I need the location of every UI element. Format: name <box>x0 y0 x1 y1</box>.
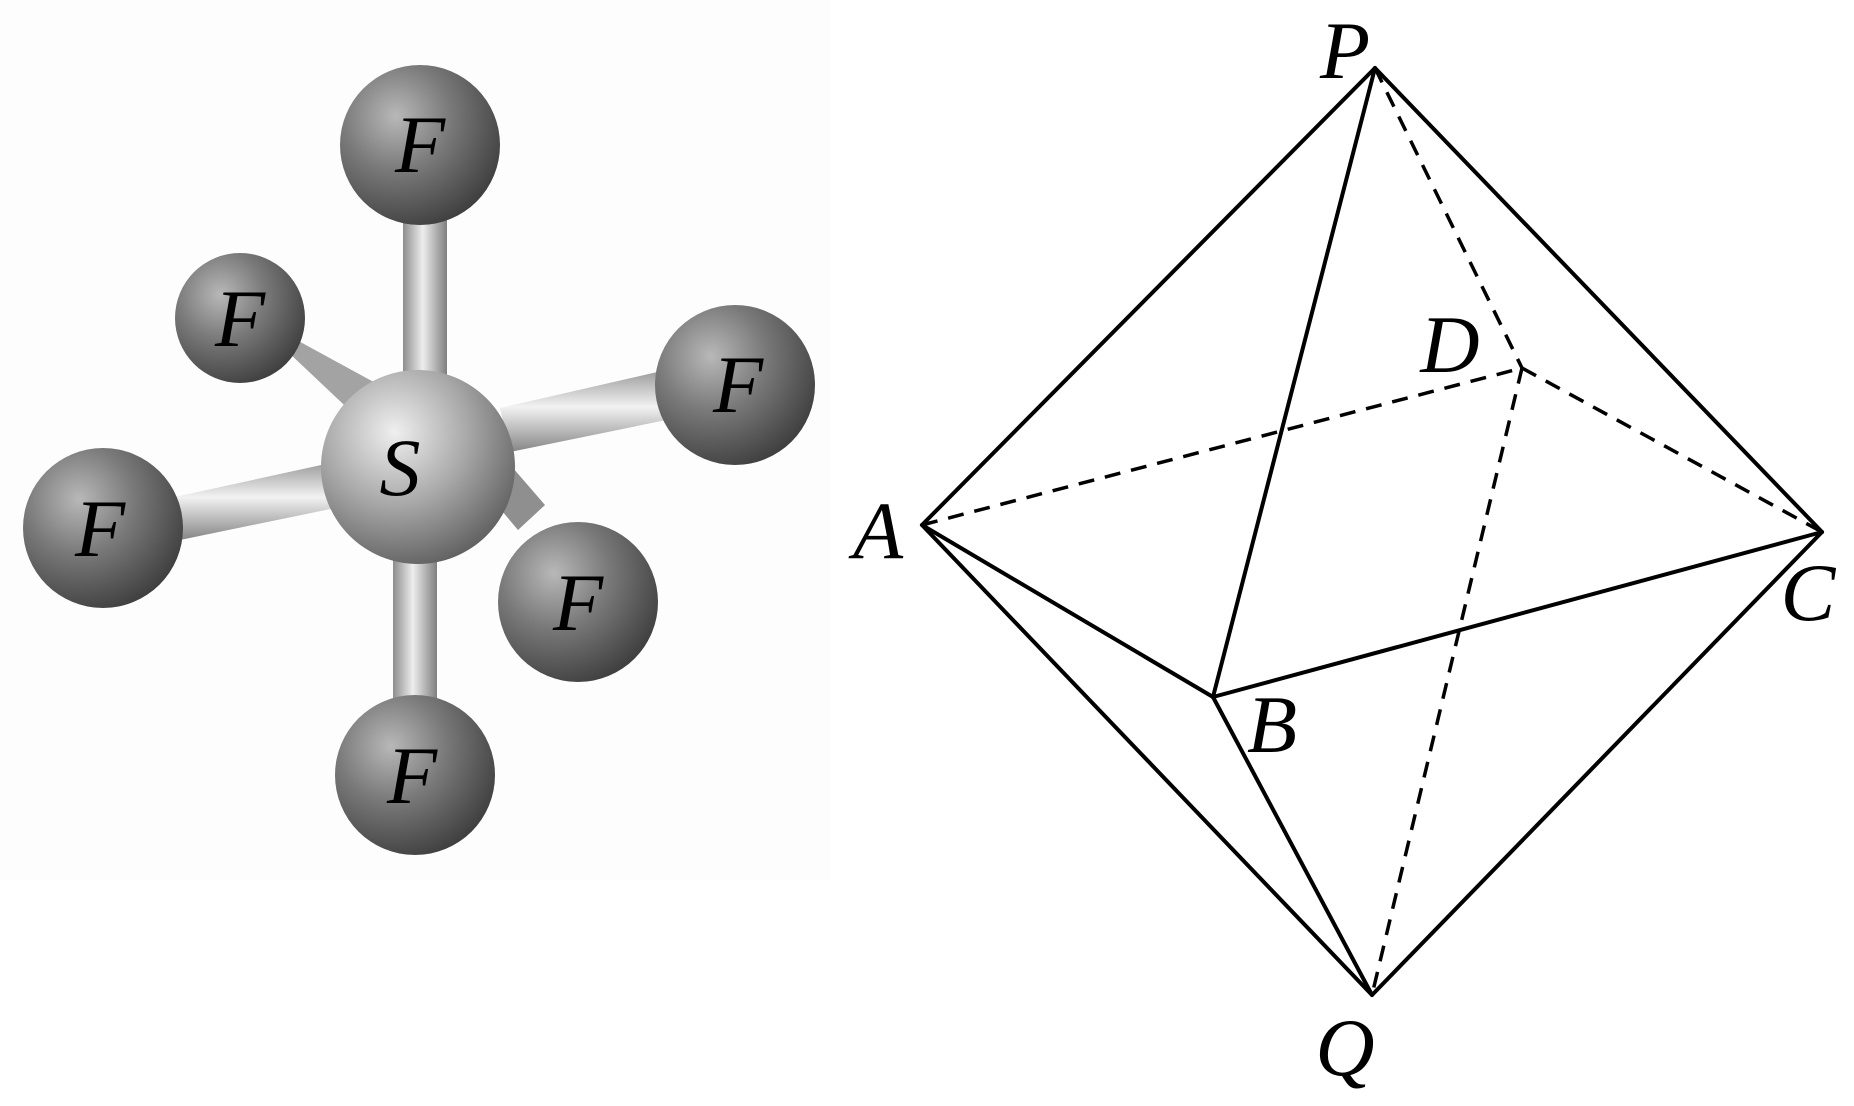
solid-edges <box>920 66 1824 997</box>
bond-right <box>500 370 676 452</box>
edge-cq <box>1370 530 1824 997</box>
edge-bq <box>1211 695 1374 997</box>
octahedron-diagram: P D A C B Q <box>848 5 1837 1093</box>
sulfur-sphere <box>321 370 515 564</box>
fluorine-atom-back-left: F <box>175 253 305 383</box>
bond-top <box>403 200 447 390</box>
fluorine-atom-front-right: F <box>498 522 658 682</box>
vertex-labels: P D A C B Q <box>848 5 1837 1093</box>
fluorine-atom-left: F <box>23 448 183 608</box>
vertex-label-c: C <box>1781 547 1837 638</box>
edge-aq <box>920 523 1374 997</box>
edge-pa <box>920 66 1377 527</box>
atom-label-f: F <box>394 99 446 190</box>
atom-label-f: F <box>386 730 438 821</box>
edge-pd <box>1373 67 1524 369</box>
fluorine-atom-bottom: F <box>335 695 495 855</box>
atom-label-s: S <box>380 422 421 513</box>
edge-ab <box>920 523 1215 699</box>
sulfur-atom: S <box>321 370 515 564</box>
vertex-label-b: B <box>1247 679 1297 770</box>
fluorine-sphere <box>655 305 815 465</box>
edge-dq <box>1370 367 1524 996</box>
vertex-label-a: A <box>848 485 904 576</box>
bond-left <box>170 462 345 540</box>
vertex-label-d: D <box>1419 299 1479 390</box>
edge-pc <box>1373 66 1824 534</box>
hidden-edges <box>921 67 1823 996</box>
fluorine-sphere <box>175 253 305 383</box>
edge-pb <box>1211 66 1377 699</box>
fluorine-sphere <box>335 695 495 855</box>
atom-label-f: F <box>74 483 126 574</box>
edge-bc <box>1211 530 1824 699</box>
atom-label-f: F <box>214 273 266 364</box>
vertex-label-q: Q <box>1315 1002 1374 1093</box>
edge-ad <box>921 366 1523 527</box>
atom-label-f: F <box>712 339 764 430</box>
sf6-molecule-model: F F S F F F F <box>0 0 830 880</box>
edge-dc <box>1521 366 1823 534</box>
fluorine-sphere <box>498 522 658 682</box>
atom-label-f: F <box>552 557 604 648</box>
fluorine-atom-right: F <box>655 305 815 465</box>
fluorine-sphere <box>23 448 183 608</box>
vertex-label-p: P <box>1319 5 1370 96</box>
fluorine-atom-top: F <box>340 65 500 225</box>
fluorine-sphere <box>340 65 500 225</box>
